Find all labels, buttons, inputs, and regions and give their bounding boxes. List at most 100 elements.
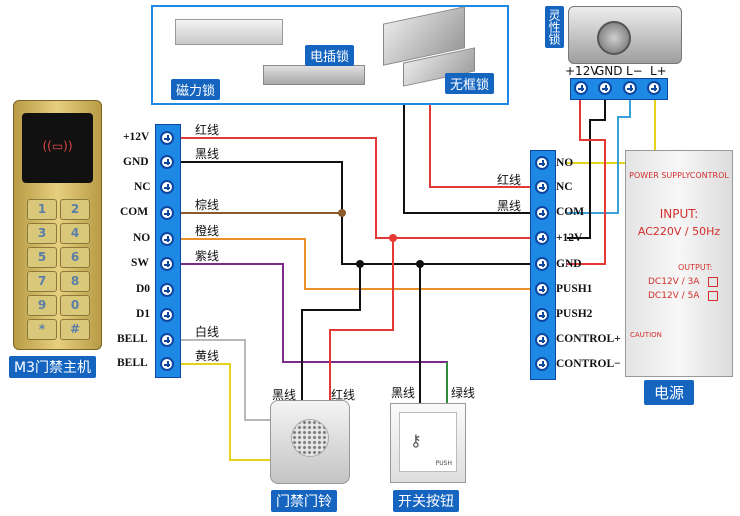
screw-icon: [535, 308, 549, 322]
power-caution: CAUTION: [630, 331, 662, 339]
screw-icon: [535, 333, 549, 347]
access-controller-device: ((▭)) 1 2 3 4 5 6 7 8 9 0 * #: [13, 100, 102, 350]
power-terminal-label: GND: [556, 258, 582, 270]
electric-bolt-label: 电插锁: [305, 45, 355, 66]
white-wire: [180, 339, 272, 421]
keypad-key[interactable]: 8: [60, 271, 90, 292]
power-terminal-label: NC: [556, 181, 573, 193]
screw-icon: [160, 180, 174, 194]
junction-dot: [416, 260, 424, 268]
controller-terminal-label: NC: [134, 181, 151, 193]
keypad-key[interactable]: #: [60, 319, 90, 340]
screw-icon: [623, 81, 637, 95]
magnetic-lock-image: [175, 19, 283, 45]
controller-label: M3门禁主机: [9, 356, 96, 378]
junction-dot: [356, 260, 364, 268]
screw-icon: [160, 333, 174, 347]
lock-red-wire: [429, 105, 540, 188]
exit-button-device[interactable]: ⚷ PUSH: [390, 403, 466, 483]
power-brand: POWER SUPPLYCONTROL: [629, 171, 729, 180]
screw-icon: [160, 131, 174, 145]
keypad-key[interactable]: 0: [60, 295, 90, 316]
smart-lock-cyan-wire: [567, 90, 631, 214]
controller-terminal-label: COM: [120, 206, 149, 218]
keypad-key[interactable]: 3: [27, 223, 57, 244]
card-reader-screen: ((▭)): [22, 113, 93, 183]
screw-icon: [535, 180, 549, 194]
exit-button-label: 开关按钮: [393, 490, 459, 512]
screw-icon: [535, 206, 549, 220]
rfid-icon: ((▭)): [42, 139, 73, 153]
screw-icon: [160, 283, 174, 297]
wire-label: 红线: [195, 123, 220, 137]
smart-lock-terminal-strip: [570, 78, 668, 100]
orange-wire: [180, 238, 540, 290]
key-icon: ⚷: [410, 431, 422, 450]
red-wire: [180, 137, 540, 239]
screw-icon: [574, 81, 588, 95]
power-terminal-label: +12V: [556, 232, 583, 244]
controller-terminal-label: D0: [136, 283, 151, 295]
keypad-key[interactable]: 6: [60, 247, 90, 268]
doorbell-black-wire: [301, 264, 361, 400]
smart-lock-terminal-label: L+: [650, 64, 667, 78]
controller-terminal-label: BELL: [117, 333, 148, 345]
lock-black-wire: [403, 105, 540, 214]
junction-dot: [389, 234, 397, 242]
keypad-key-bell[interactable]: *: [27, 319, 57, 340]
screw-icon: [160, 206, 174, 220]
wire-label: 黑线: [391, 386, 416, 400]
power-terminal-label: COM: [556, 206, 585, 218]
screw-icon: [160, 308, 174, 322]
doorbell-label: 门禁门铃: [271, 490, 337, 512]
keypad-key[interactable]: 7: [27, 271, 57, 292]
lock-types-box: 电插锁 磁力锁 无框锁: [151, 5, 509, 105]
power-input-value: AC220V / 50Hz: [637, 225, 721, 238]
screw-icon: [535, 231, 549, 245]
screw-icon: [598, 81, 612, 95]
yellow-wire: [180, 363, 272, 461]
exit-button-plate[interactable]: ⚷ PUSH: [399, 412, 457, 472]
wire-label: 紫线: [195, 249, 220, 263]
exit-button-text: PUSH: [435, 460, 452, 467]
wire-label: 红线: [331, 388, 356, 402]
controller-terminal-label: BELL: [117, 357, 148, 369]
keypad-key[interactable]: 4: [60, 223, 90, 244]
screw-icon: [535, 257, 549, 271]
checkbox-icon: [708, 277, 718, 287]
smart-lock-terminal-label: GND: [595, 64, 623, 78]
wire-label: 白线: [195, 325, 220, 339]
checkbox-icon: [708, 291, 718, 301]
keypad-key[interactable]: 2: [60, 199, 90, 220]
smart-lock-terminal-label: +12V: [565, 64, 599, 78]
smart-lock-terminal-label: L−: [626, 64, 643, 78]
junction-dot: [338, 209, 346, 217]
magnetic-lock-label: 磁力锁: [171, 79, 221, 100]
keypad-key[interactable]: 5: [27, 247, 57, 268]
smart-lock-red-wire: [567, 90, 606, 265]
frameless-lock-label: 无框锁: [445, 73, 495, 94]
power-output-1: DC12V / 3A: [648, 277, 700, 287]
smart-lock-image: [568, 6, 682, 64]
screw-icon: [535, 156, 549, 170]
lock-cylinder-icon: [597, 21, 631, 55]
controller-terminal-label: +12V: [123, 131, 150, 143]
screw-icon: [647, 81, 661, 95]
power-label: 电源: [644, 380, 695, 405]
wire-label: 棕线: [195, 198, 220, 212]
keypad-key[interactable]: 1: [27, 199, 57, 220]
power-terminal-label: NO: [556, 157, 574, 169]
smart-lock-black-wire: [567, 90, 606, 239]
power-input-label: INPUT:: [659, 207, 699, 221]
screw-icon: [535, 357, 549, 371]
power-terminal-label: CONTROL−: [556, 358, 621, 370]
wire-label: 绿线: [451, 386, 476, 400]
smart-lock-label: 灵性锁: [545, 6, 564, 48]
power-output-label: OUTPUT:: [678, 263, 713, 272]
wire-label: 黄线: [195, 349, 220, 363]
wire-label: 黑线: [195, 147, 220, 161]
speaker-icon: [291, 419, 329, 457]
screw-icon: [160, 155, 174, 169]
keypad-key[interactable]: 9: [27, 295, 57, 316]
power-output-2: DC12V / 5A: [648, 291, 700, 301]
